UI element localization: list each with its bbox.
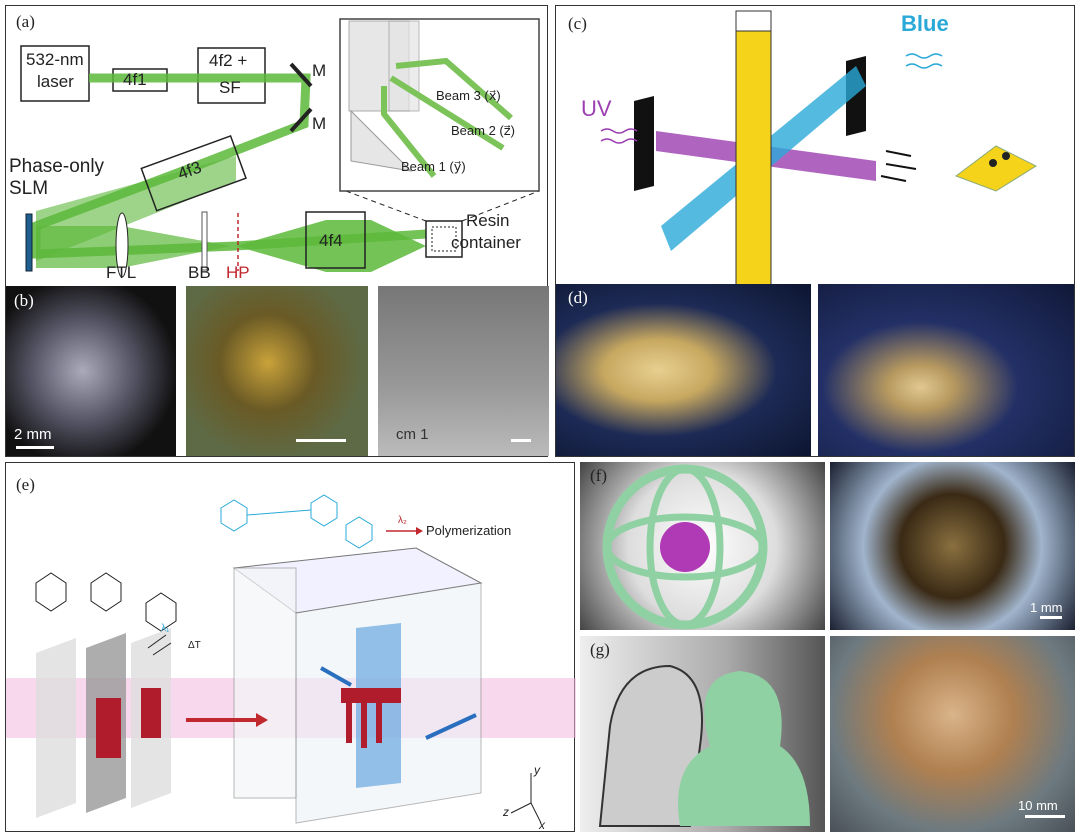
laser-label-1: 532-nm [26,50,84,69]
scale-bar-b3 [511,439,531,442]
lambda1-arrow [147,634,167,649]
scale-bar-b1 [16,446,54,449]
optical-setup-diagram [20,18,540,278]
beam-2-label: Beam 2 (z⃗) [451,123,515,138]
slm-label-1: Phase-only [9,156,105,177]
beam-1-label: Beam 1 (y⃗) [401,159,466,174]
panel-label-e: (e) [16,475,35,494]
panel-label-c: (c) [568,14,587,33]
lambda2-label: λ₂ [398,515,407,526]
lens-4f4-label: 4f4 [319,231,343,250]
mirror-label-2: M [312,114,327,133]
slm [25,213,33,272]
ruler-label: cm 1 [396,426,429,443]
photo-lattice-disc [6,286,176,456]
axis-z-label: z [503,805,509,819]
axis-x-label: x [539,818,545,832]
ftl-lens [115,212,129,278]
panel-ab: (a) 532-nm laser 4f1 4f2 + SF M M 4f3 Ph… [5,5,549,457]
panel-label-f: (f) [590,466,607,485]
dual-beam-diagram [600,10,1038,287]
render-sphere-lattice [580,462,825,630]
photo-printed-sphere [830,462,1075,630]
laser-label-2: laser [37,72,74,91]
panel-e: (e) λ₁ ΔT λ₂ Polymerization y z x [5,462,576,832]
bb-label: BB [188,263,211,282]
lambda1-label: λ₁ [161,623,170,634]
mirror-label-1: M [312,61,327,80]
photo-arch [378,286,549,456]
panel-label-a: (a) [16,12,35,31]
beam-3-label: Beam 3 (x⃗) [436,88,501,103]
deltaT-arrow [152,642,172,656]
scale-bar-b2 [296,439,346,442]
mirror-2 [289,107,313,133]
panel-label-g: (g) [590,640,610,659]
lens-4f1-label: 4f1 [123,70,147,89]
panel-label-b: (b) [14,291,34,310]
scale-label-10mm: 10 mm [1018,798,1058,813]
axis-y-label: y [534,763,540,777]
deltaT-label: ΔT [188,640,201,651]
polymerization-label: Polymerization [426,523,512,538]
photo-gold-knot [186,286,368,456]
scale-label-1mm: 1 mm [1030,600,1063,615]
uv-label: UV [581,96,612,121]
sf-label: SF [219,78,241,97]
photo-printed-block-side [818,284,1074,456]
ftl-label: FTL [106,263,137,282]
beam-block [201,211,208,271]
resin-label-1: Resin [466,211,510,230]
photo-printed-head [830,636,1075,832]
scale-label-2mm: 2 mm [14,426,52,443]
mirror-1 [289,62,313,88]
xolography-diagram [6,494,576,824]
lens-4f2-label: 4f2 + [209,51,248,70]
blue-label: Blue [901,11,949,36]
scale-bar-g [1025,815,1065,818]
hp-label: HP [226,263,250,282]
panel-label-d: (d) [568,288,588,307]
resin-label-2: container [451,233,521,252]
scale-bar-f [1040,616,1062,619]
photo-printed-block-top [556,284,811,456]
slm-label-2: SLM [9,178,49,199]
spiropyran-structure [35,572,177,632]
merocyanine-structure [220,494,373,549]
panel-cd: (c) UV Blue (d) [555,5,1075,457]
render-head-model [580,636,825,832]
